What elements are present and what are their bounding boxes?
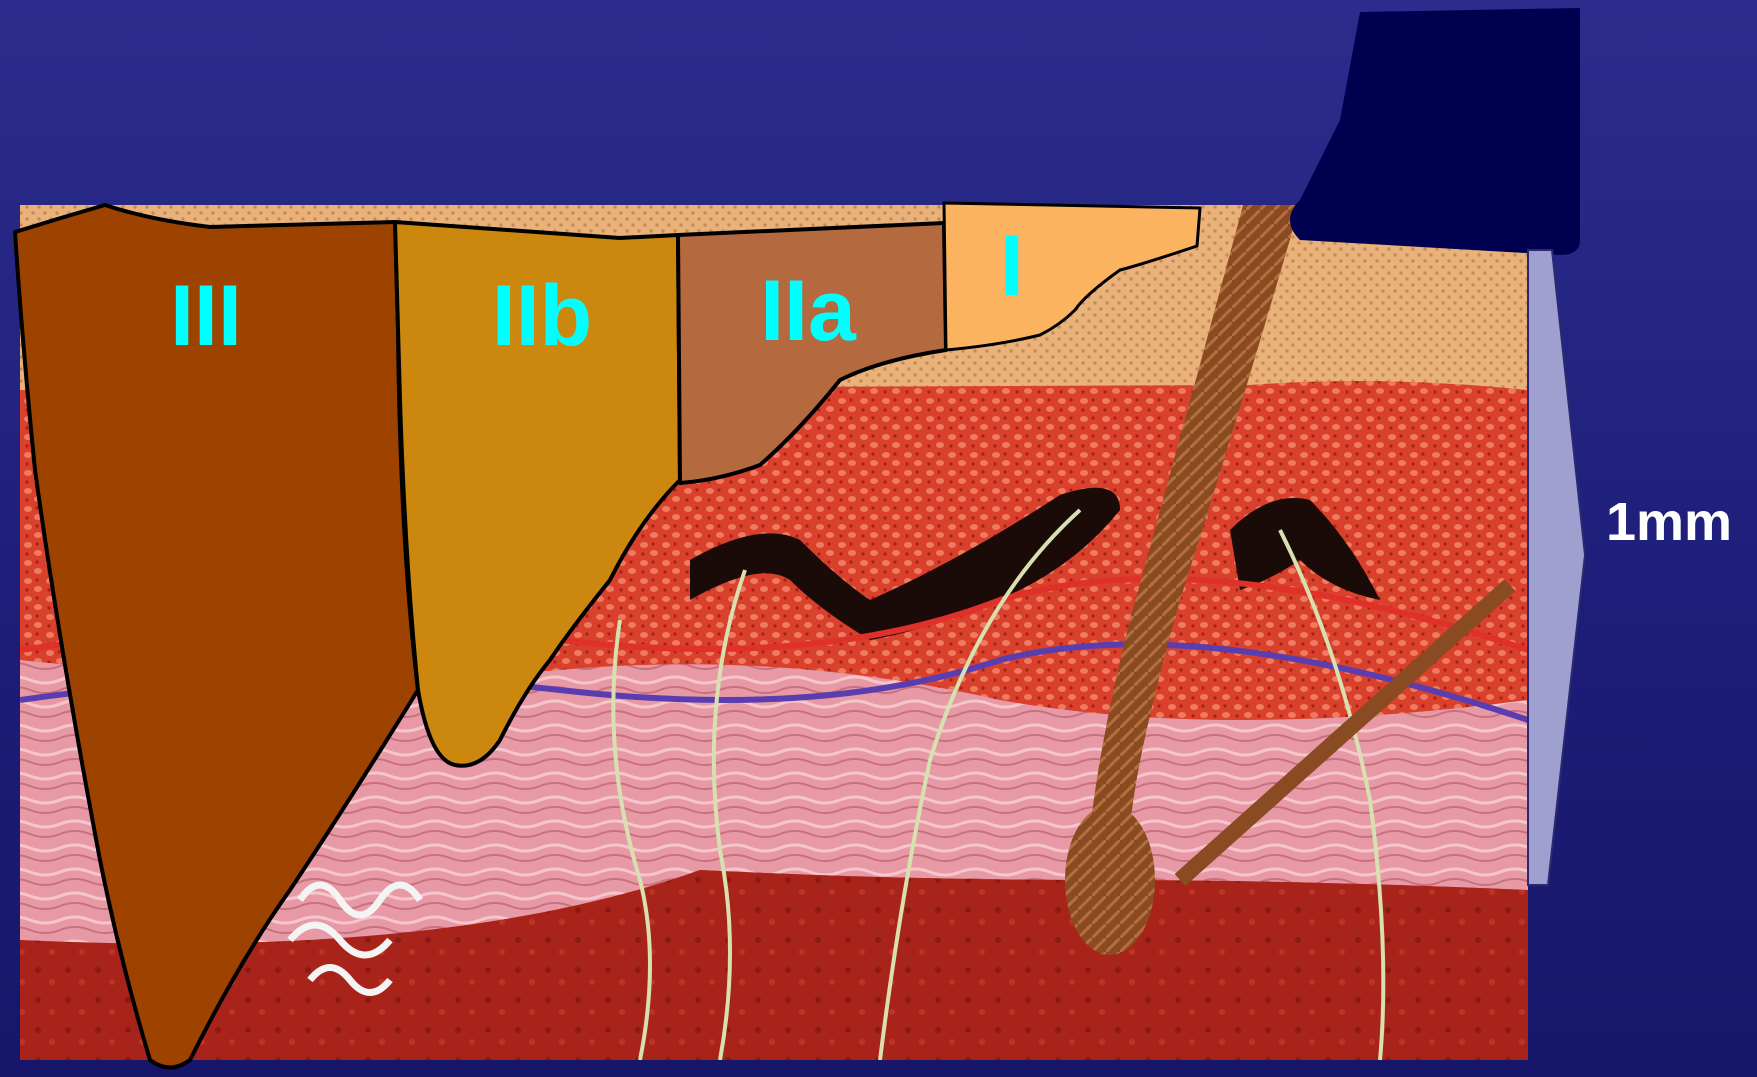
scale-bracket bbox=[1528, 250, 1585, 885]
zone-label-iia: IIa bbox=[760, 263, 857, 359]
zone-label-iii: III bbox=[170, 268, 242, 364]
scale-label: 1mm bbox=[1606, 492, 1732, 552]
zone-label-i: I bbox=[1000, 218, 1024, 314]
zone-label-iib: IIb bbox=[492, 268, 592, 364]
hair-bulb bbox=[1065, 805, 1155, 955]
surface-cover bbox=[1290, 8, 1580, 255]
